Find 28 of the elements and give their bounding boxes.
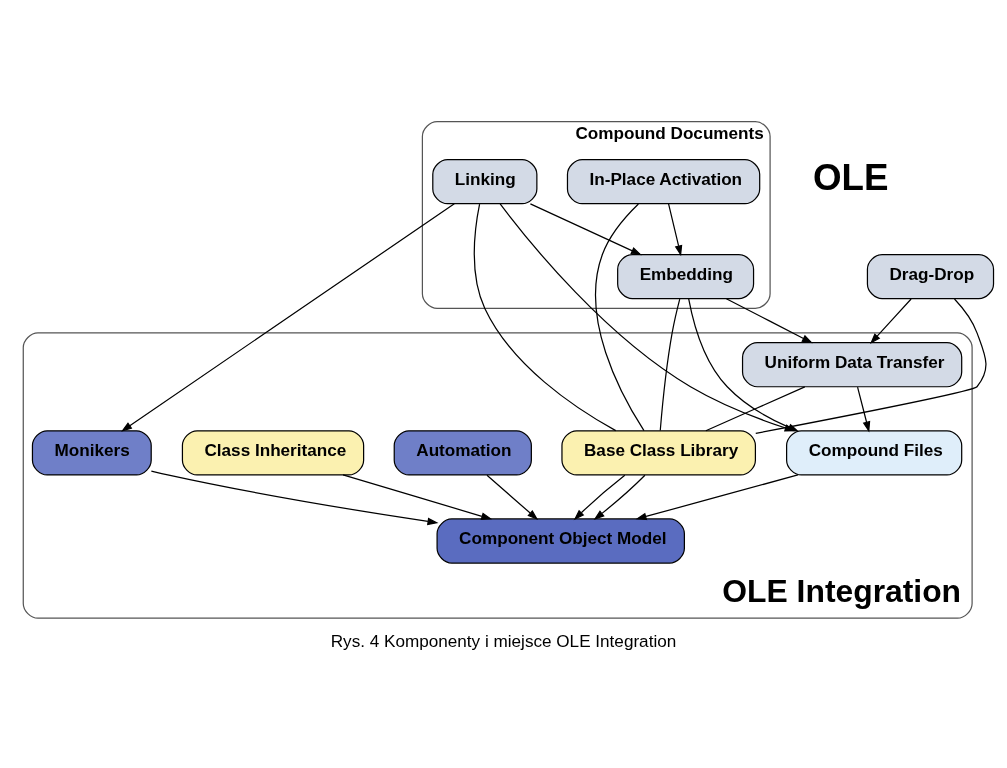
arrow: [342, 474, 493, 520]
arrow: [486, 474, 539, 521]
node-box: Class Inheritance: [181, 430, 365, 476]
caption: Rys. 4 Komponenty i miejsce OLE Integration: [330, 630, 677, 651]
arrow: [593, 474, 646, 520]
node-box: Linking: [432, 159, 538, 205]
arrow: [870, 298, 912, 344]
label: OLE: [812, 156, 889, 198]
node-box: Uniform Data Transfer: [741, 342, 963, 388]
node-box: Compound Files: [786, 430, 963, 476]
arrow: [529, 203, 642, 256]
arrow: [856, 386, 871, 433]
node-box: Base Class Library: [561, 430, 756, 476]
node-box: Component Object Model: [436, 518, 685, 564]
arrow: [150, 470, 439, 526]
connector: [595, 203, 645, 432]
arrow: [573, 474, 626, 521]
node-box: In-Place Activation: [566, 159, 761, 205]
node-box: Monikers: [31, 430, 152, 476]
arrow: [725, 298, 813, 344]
arrow: [635, 474, 799, 521]
node-box: Embedding: [617, 253, 755, 300]
arrow: [667, 203, 683, 257]
node-box: Automation: [393, 430, 532, 476]
arrow: [121, 203, 455, 432]
connector: [473, 203, 617, 432]
connector: [659, 298, 681, 432]
node-box: Drag-Drop: [866, 253, 995, 300]
